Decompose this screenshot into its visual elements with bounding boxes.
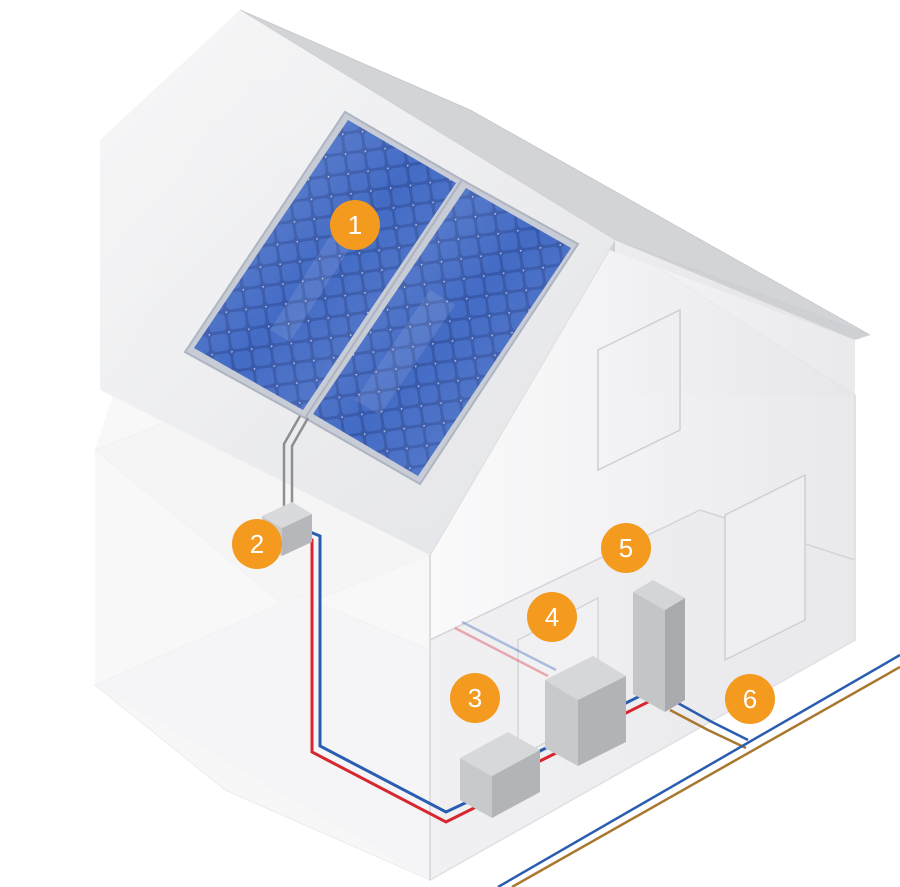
marker-6: 6	[725, 674, 775, 724]
marker-6-label: 6	[742, 683, 758, 714]
marker-4-label: 4	[544, 601, 560, 632]
marker-1-label: 1	[347, 209, 363, 240]
marker-2: 2	[232, 519, 282, 569]
grid-connection-icon	[497, 653, 900, 887]
solar-panel-icon	[183, 110, 580, 486]
meter-cabinet-icon	[633, 580, 685, 712]
side-door	[724, 473, 806, 662]
storage-unit-icon	[460, 732, 540, 818]
upper-window	[597, 308, 681, 472]
marker-5-label: 5	[618, 532, 634, 563]
heat-pump-unit-icon	[545, 656, 626, 766]
marker-2-label: 2	[249, 528, 265, 559]
house-gable	[615, 240, 855, 395]
panel-cable	[282, 415, 310, 512]
marker-1: 1	[330, 200, 380, 250]
marker-3-label: 3	[467, 682, 483, 713]
marker-4: 4	[527, 592, 577, 642]
marker-5: 5	[601, 523, 651, 573]
marker-3: 3	[450, 673, 500, 723]
